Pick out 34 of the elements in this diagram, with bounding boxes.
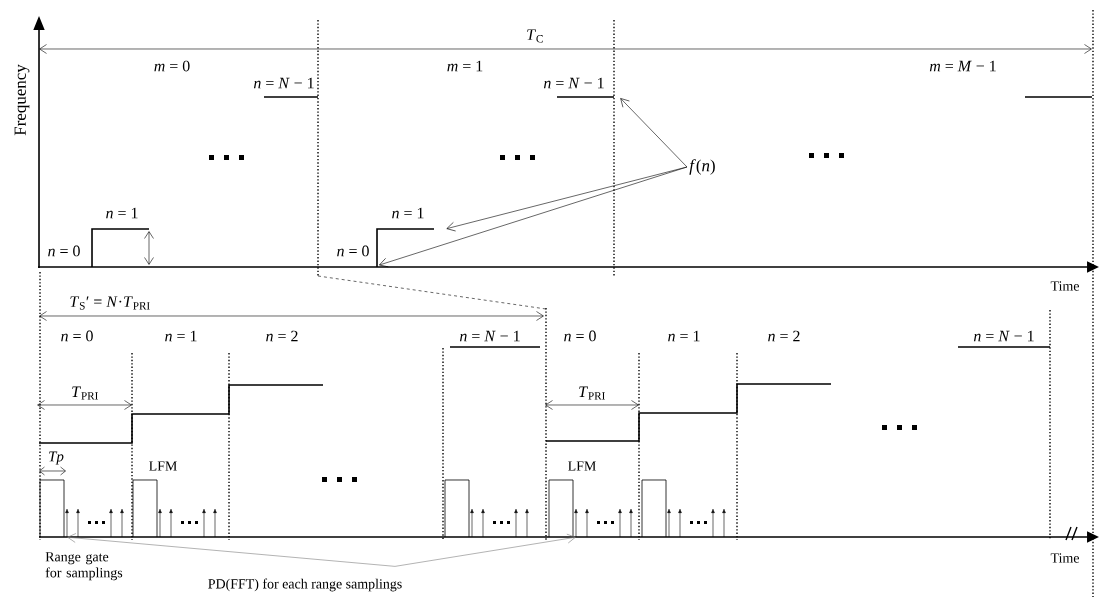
dimension-label: T$_{PRI}$ (72, 386, 98, 400)
segment-label: m = 0 (154, 60, 190, 72)
leader-line (379, 166, 688, 268)
segment-label: m = 1 (447, 60, 483, 72)
segment-label: n = 2 (768, 330, 800, 342)
pulse-label: LFM (149, 461, 177, 471)
segment-label: n = 1 (106, 207, 138, 219)
segment-label: n = 0 (337, 245, 369, 257)
pulse-label: LFM (568, 461, 596, 471)
segment-label: n = 0 (61, 330, 93, 342)
segment-label: n = N − 1 (459, 330, 520, 342)
frequency-step (376, 228, 435, 268)
segment-label: n = 1 (668, 330, 700, 342)
leader-line (620, 98, 688, 168)
segment-label: n = N − 1 (253, 77, 314, 89)
dimension-label: Tp (49, 451, 64, 465)
segment-label: n = 0 (48, 245, 80, 257)
leader-line (394, 533, 576, 567)
segment-label: n = 2 (266, 330, 298, 342)
sample-arrow (65, 508, 69, 538)
callout-text: PD(FFT) for each range samplings (208, 578, 402, 592)
segment-label: n = N − 1 (973, 330, 1034, 342)
axis-label: Time (1050, 281, 1079, 291)
segment-label: m = M − 1 (929, 60, 996, 72)
dimension-label: T$_{S}$′ = N·T$_{PRI}$ (70, 296, 150, 310)
segment-label: n = N − 1 (543, 77, 604, 89)
dimension-label: T$_{PRI}$ (579, 386, 605, 400)
segment-label: n = 1 (165, 330, 197, 342)
axis-label: Time (1050, 553, 1079, 563)
callout-text: f(n) (689, 159, 715, 175)
axis-label: Frequency (14, 64, 30, 136)
sample-arrow (574, 508, 578, 538)
leader-line (67, 533, 396, 567)
segment-label: n = 0 (564, 330, 596, 342)
